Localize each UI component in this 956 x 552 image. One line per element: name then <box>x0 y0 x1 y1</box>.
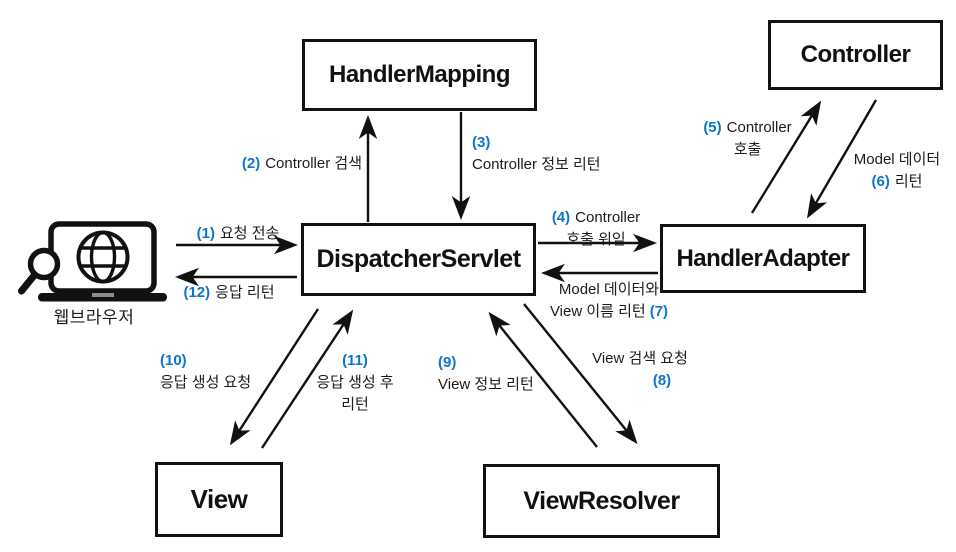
step-6-number: (6) <box>871 173 890 190</box>
label-step-12: (12)응답 리턴 <box>166 282 292 304</box>
web-browser: 웹브라우저 <box>18 220 170 327</box>
label-step-2: (2)Controller 검색 <box>240 153 362 175</box>
node-dispatcher-servlet: DispatcherServlet <box>301 223 536 296</box>
step-11-text-line2: 리턴 <box>341 396 369 413</box>
step-5-text-line2: 호출 <box>733 141 762 158</box>
step-9-number: (9) <box>438 354 457 371</box>
browser-label: 웹브라우저 <box>53 308 135 327</box>
node-handler-adapter: HandlerAdapter <box>660 224 866 293</box>
node-view: View <box>155 462 283 537</box>
step-8-text: View 검색 요청 <box>592 350 688 367</box>
arrow-11-response-created <box>260 309 354 449</box>
step-6-text-line2: 리턴 <box>894 173 923 190</box>
step-12-text: 응답 리턴 <box>215 284 275 301</box>
node-handler-mapping: HandlerMapping <box>302 39 537 111</box>
step-4-text-line1: Controller <box>575 209 641 226</box>
arrow-5-controller-call <box>750 100 822 214</box>
step-12-number: (12) <box>183 284 211 301</box>
label-step-5: (5)Controller 호출 <box>698 117 797 161</box>
step-7-text-line2: View 이름 리턴 <box>549 303 646 320</box>
label-step-4: (4)Controller 호출 위임 <box>540 207 652 251</box>
step-11-number: (11) <box>342 352 368 369</box>
step-10-number: (10) <box>160 352 187 369</box>
label-step-7: Model 데이터와 View 이름 리턴(7) <box>538 279 680 323</box>
label-step-9: (9) View 정보 리턴 <box>438 352 534 396</box>
step-7-number: (7) <box>649 303 669 320</box>
arrow-6-model-data-return <box>806 99 878 219</box>
step-10-text: 응답 생성 요청 <box>160 374 252 391</box>
arrow-8-view-search <box>523 303 638 445</box>
step-2-text: Controller 검색 <box>265 155 362 172</box>
label-step-1: (1)요청 전송 <box>178 223 298 245</box>
step-2-number: (2) <box>241 155 261 172</box>
label-step-3: (3) Controller 정보 리턴 <box>472 132 601 176</box>
step-4-text-line2: 호출 위임 <box>566 231 626 248</box>
step-5-number: (5) <box>703 119 722 136</box>
label-step-8: View 검색 요청 (8) <box>578 348 702 392</box>
step-5-text-line1: Controller <box>726 119 792 136</box>
step-1-number: (1) <box>196 225 215 242</box>
arrow-9-view-info-return <box>488 311 598 448</box>
step-9-text: View 정보 리턴 <box>438 376 534 393</box>
step-1-text: 요청 전송 <box>219 225 280 242</box>
step-3-text: Controller 정보 리턴 <box>472 156 601 173</box>
label-step-11: (11) 응답 생성 후 리턴 <box>302 350 408 416</box>
step-6-text-line1: Model 데이터 <box>853 151 941 168</box>
node-controller: Controller <box>768 20 943 90</box>
arrow-10-response-create <box>229 308 320 446</box>
step-7-text-line1: Model 데이터와 <box>558 281 660 298</box>
step-3-number: (3) <box>472 134 491 151</box>
step-11-text-line1: 응답 생성 후 <box>316 374 394 391</box>
browser-laptop-icon <box>18 221 167 302</box>
step-4-number: (4) <box>551 209 571 226</box>
step-8-number: (8) <box>652 372 672 389</box>
node-view-resolver: ViewResolver <box>483 464 720 538</box>
label-step-10: (10) 응답 생성 요청 <box>160 350 251 394</box>
label-step-6: Model 데이터 (6)리턴 <box>843 149 951 193</box>
